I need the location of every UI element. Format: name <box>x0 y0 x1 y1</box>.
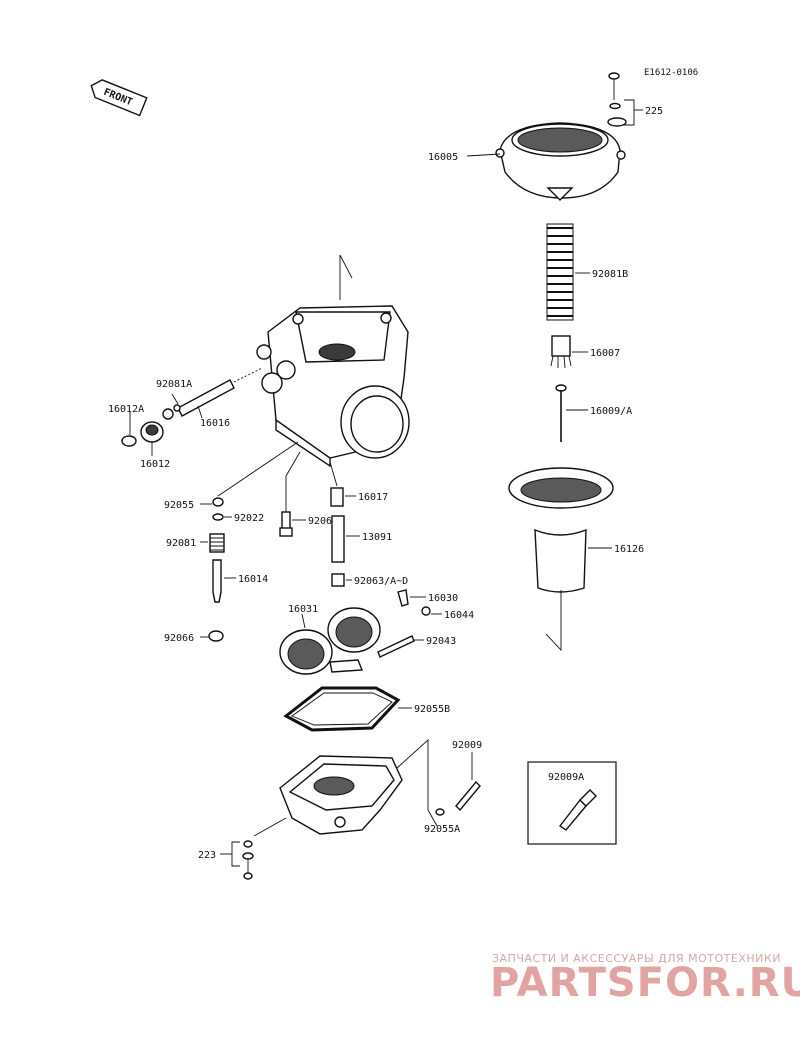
bracket-223 <box>231 841 240 867</box>
label-16005: 16005 <box>428 152 458 163</box>
label-92063: 92063/A~D <box>354 576 408 587</box>
float-bowl <box>279 755 403 835</box>
washer-92022 <box>212 513 224 521</box>
label-92043: 92043 <box>426 636 456 647</box>
label-92066: 92066 <box>164 633 194 644</box>
label-92081a: 92081A <box>156 379 192 390</box>
drawing-code: E1612-0106 <box>644 68 698 78</box>
needle-jet-16017 <box>330 487 344 507</box>
gasket-92055b <box>283 686 401 732</box>
leader-16017 <box>329 461 338 487</box>
screw-92064 <box>279 511 293 537</box>
label-92055b: 92055B <box>414 704 450 715</box>
drain-screw-92009 <box>455 780 481 812</box>
label-16126: 16126 <box>614 544 644 555</box>
leader-jets <box>217 441 299 497</box>
label-16044: 16044 <box>444 610 474 621</box>
needle-holder-16007 <box>550 335 572 369</box>
label-16017: 16017 <box>358 492 388 503</box>
float-16031 <box>279 607 381 675</box>
label-13091: 13091 <box>362 532 392 543</box>
label-16012a: 16012A <box>108 404 144 415</box>
label-16016: 16016 <box>200 418 230 429</box>
holder-13091 <box>331 515 345 563</box>
leader-drain <box>396 738 438 827</box>
label-92081b: 92081B <box>592 269 628 280</box>
pilot-jet-16014 <box>212 559 222 603</box>
label-92055: 92055 <box>164 500 194 511</box>
spring-92081b <box>546 223 574 321</box>
label-92022: 92022 <box>234 513 264 524</box>
pin-16030 <box>397 589 409 607</box>
needle-valve-92043 <box>377 635 415 658</box>
label-92064: 92064 <box>308 516 338 527</box>
label-16030: 16030 <box>428 593 458 604</box>
label-16014: 16014 <box>238 574 268 585</box>
clip-16044 <box>421 606 431 616</box>
label-92009: 92009 <box>452 740 482 751</box>
screw-223 <box>242 840 254 880</box>
watermark-brand: PARTSFOR.RU <box>490 960 800 1006</box>
axis-slide <box>545 590 562 652</box>
front-arrow: FRONT <box>90 79 148 117</box>
cap-16012 <box>121 421 164 447</box>
label-16012: 16012 <box>140 459 170 470</box>
leader-92064 <box>285 451 301 512</box>
watermark-tagline: ЗАПЧАСТИ И АКСЕССУАРЫ ДЛЯ МОТОТЕХНИКИ <box>492 952 781 965</box>
label-92081: 92081 <box>166 538 196 549</box>
carburetor-body <box>256 305 410 468</box>
throttle-slide-16126 <box>508 467 614 593</box>
label-223: 223 <box>198 850 216 861</box>
o-ring-92055a <box>435 808 445 816</box>
jet-needle-16009 <box>555 384 567 442</box>
label-16009a: 16009/A <box>590 406 632 417</box>
main-jet-92063 <box>331 573 345 587</box>
pilot-screw-16016 <box>162 379 235 420</box>
screw-225 <box>607 72 627 127</box>
label-16031: 16031 <box>288 604 318 615</box>
bracket-225 <box>624 99 635 126</box>
box-92009a <box>527 761 617 845</box>
label-16007: 16007 <box>590 348 620 359</box>
front-arrow-shape <box>90 79 148 117</box>
top-cover-16005 <box>495 122 626 201</box>
spring-92081 <box>209 533 225 553</box>
label-92009a: 92009A <box>548 772 584 783</box>
label-92055a: 92055A <box>424 824 460 835</box>
plug-92066 <box>208 630 224 642</box>
o-ring-92055 <box>212 497 224 507</box>
label-225: 225 <box>645 106 663 117</box>
axis-body <box>339 254 353 300</box>
